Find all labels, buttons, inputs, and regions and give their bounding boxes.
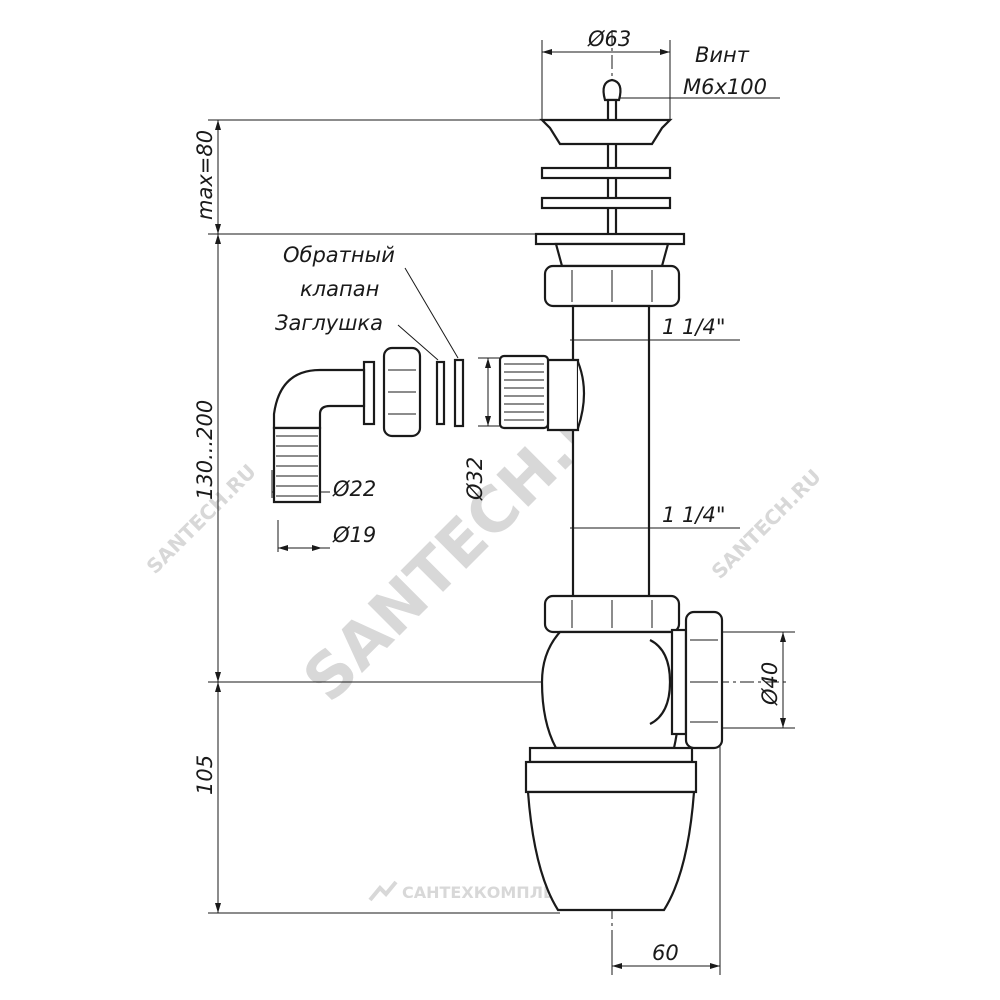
label-hose-outer: Ø22 <box>332 477 376 501</box>
label-check-valve-line2: клапан <box>300 277 379 301</box>
label-max-height: max=80 <box>193 130 217 220</box>
label-plug: Заглушка <box>275 311 383 335</box>
label-hose-inner: Ø19 <box>332 523 376 547</box>
side-inlet <box>498 354 586 432</box>
label-outlet-diameter: Ø40 <box>758 662 782 706</box>
watermark-brand-text: САНТЕХКОМПЛЕКТ <box>402 883 578 902</box>
lower-union-nut <box>543 594 681 634</box>
label-thread-lower: 1 1/4" <box>662 503 726 527</box>
label-thread-upper: 1 1/4" <box>662 315 726 339</box>
label-screw-title: Винт <box>695 43 750 67</box>
watermark-brand: САНТЕХКОМПЛЕКТ <box>368 880 578 902</box>
label-bottom-offset: 60 <box>652 941 679 965</box>
label-side-inlet-diameter: Ø32 <box>463 457 487 501</box>
siphon-body <box>540 610 724 750</box>
vertical-pipe <box>571 304 651 600</box>
check-valve-gaskets <box>435 358 465 428</box>
label-height-range: 130...200 <box>193 400 217 500</box>
label-top-diameter: Ø63 <box>587 27 631 51</box>
upper-union-nut <box>543 264 681 308</box>
label-check-valve-line1: Обратный <box>283 243 395 267</box>
label-bottom-height: 105 <box>193 755 217 795</box>
drain-grate <box>534 78 686 268</box>
label-screw-size: M6x100 <box>683 75 767 99</box>
hose-elbow <box>272 360 376 504</box>
siphon-bowl <box>524 746 698 912</box>
plug-nut <box>382 346 422 438</box>
